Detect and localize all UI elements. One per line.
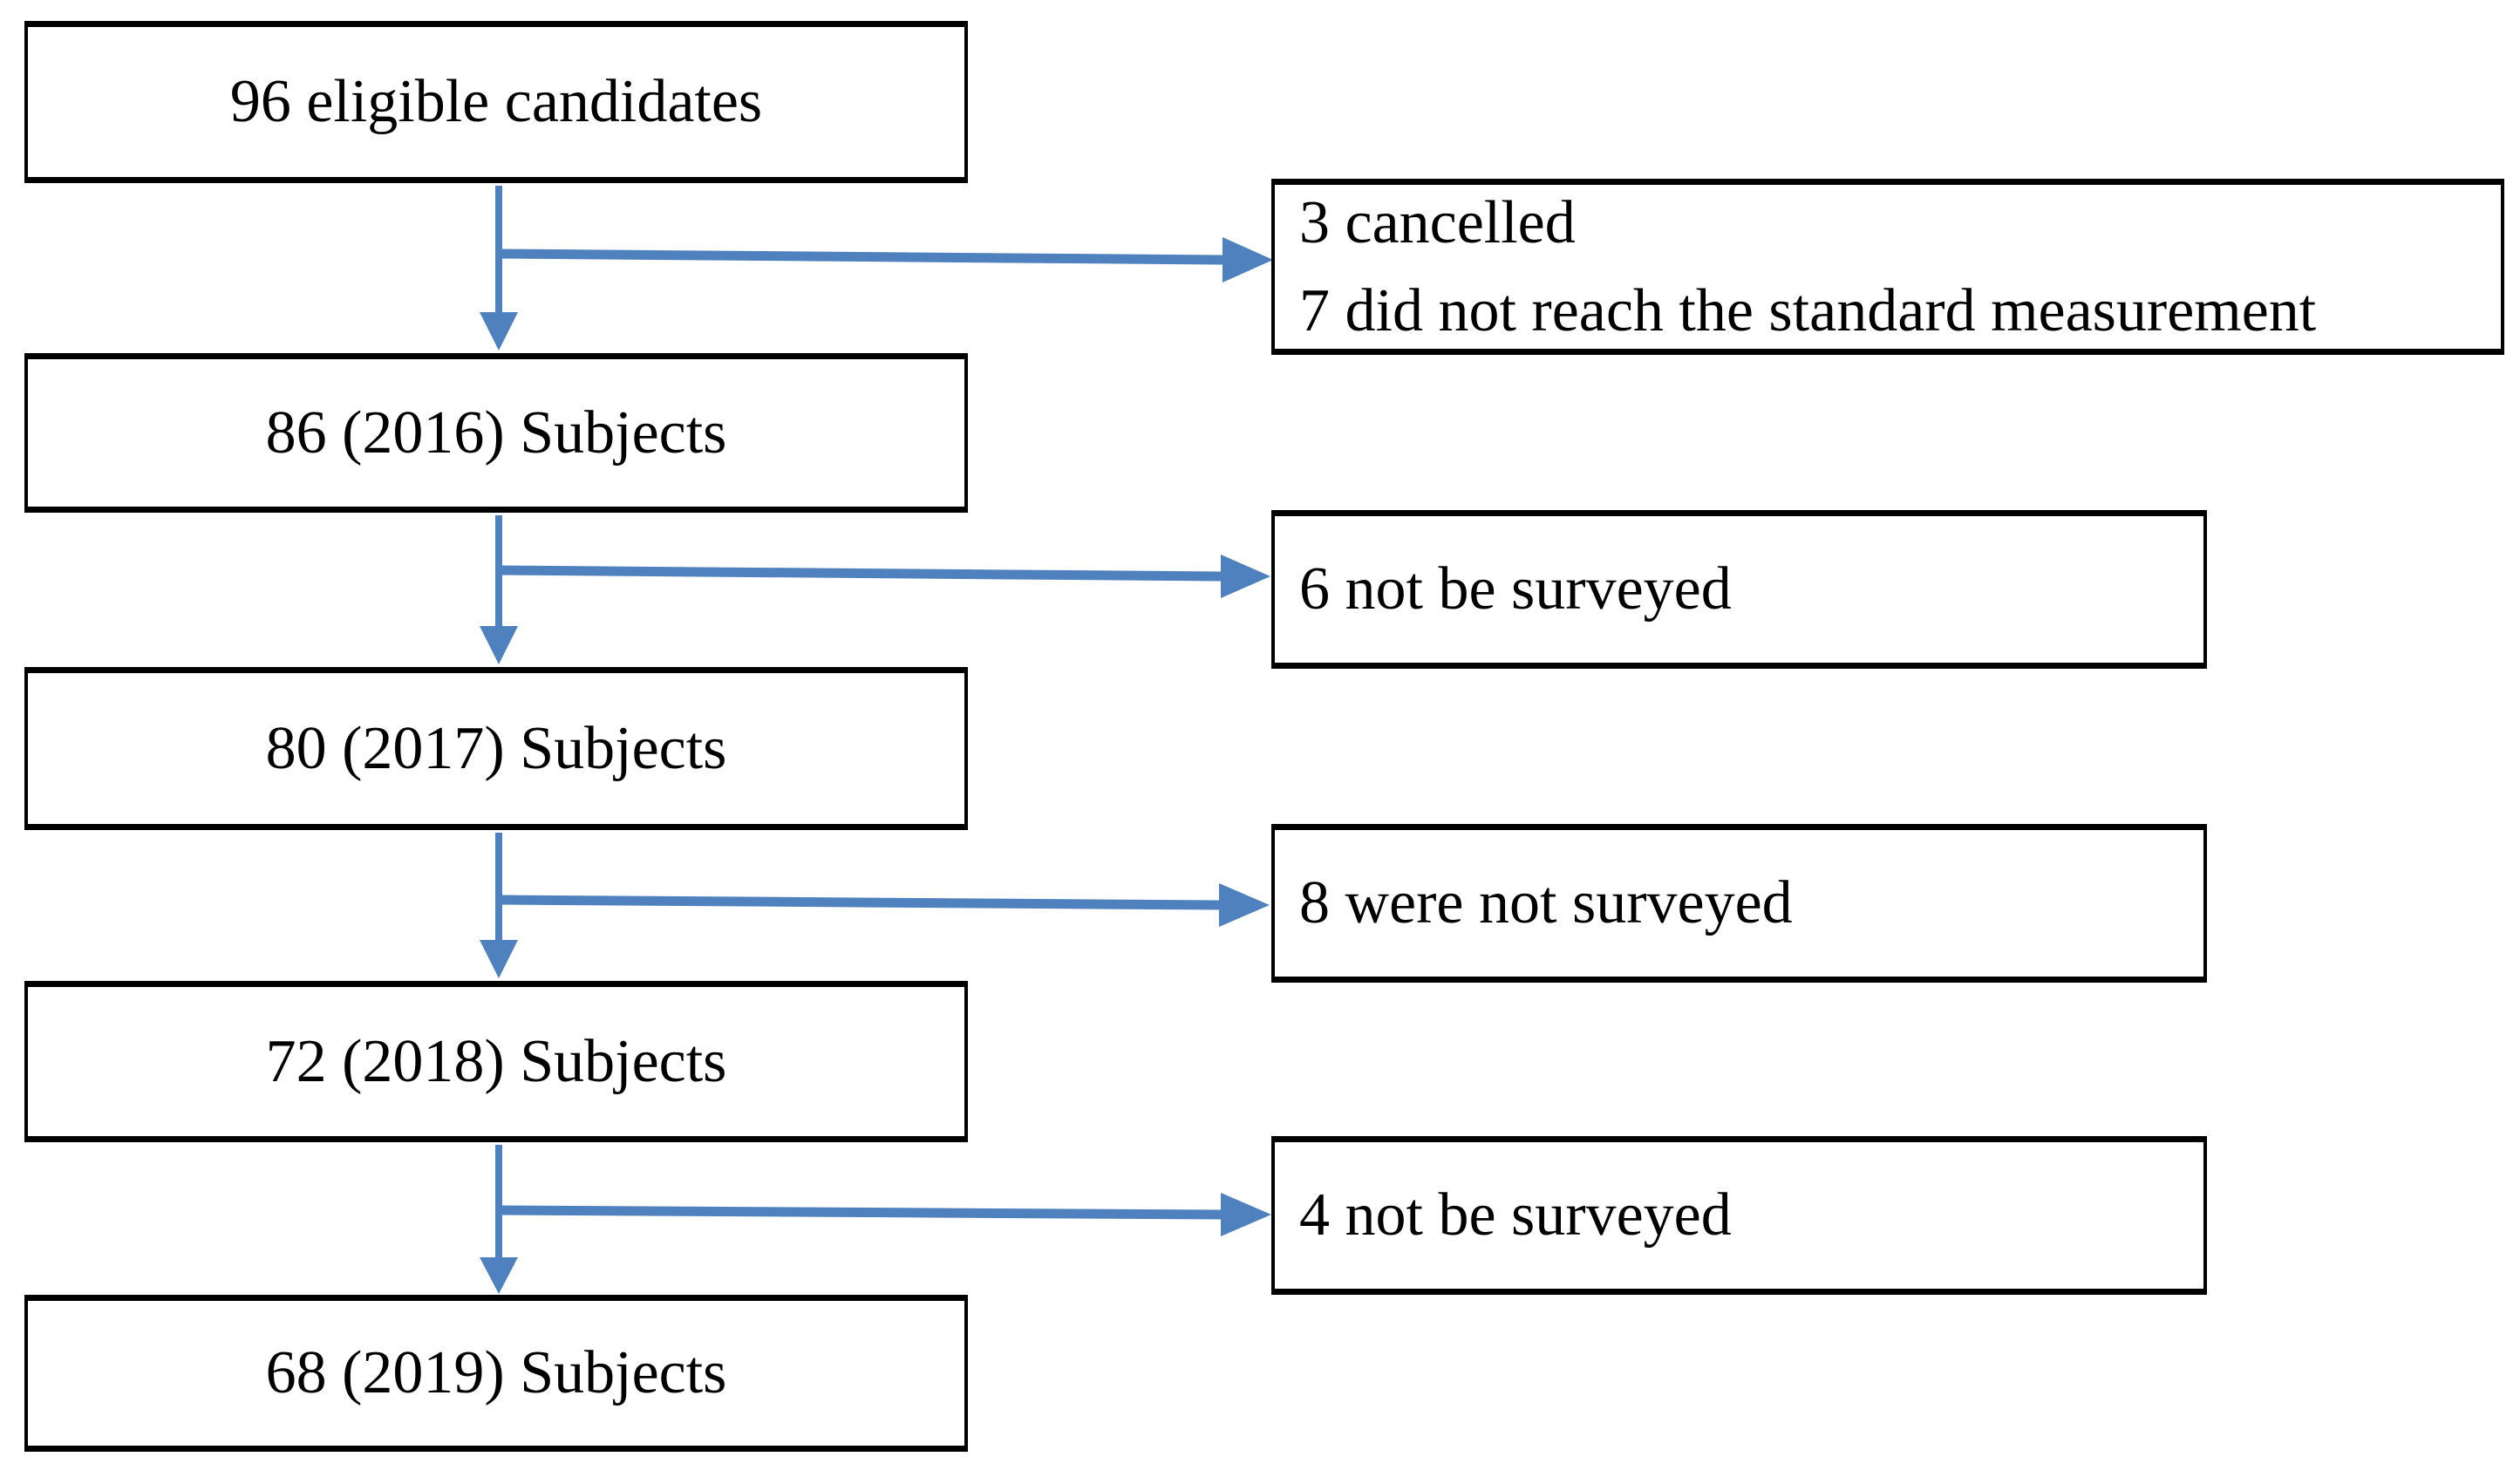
flow-box-label: 68 (2019) Subjects (265, 1339, 727, 1406)
exclusion-line: 3 cancelled (1299, 188, 1576, 256)
arrowhead-down-2 (480, 626, 518, 664)
flow-box-2017-subjects: 80 (2017) Subjects (24, 667, 968, 830)
arrow-branch-3 (498, 895, 1220, 910)
arrowhead-down-4 (480, 1257, 518, 1294)
arrowhead-down-3 (480, 940, 518, 978)
flow-box-2018-subjects: 72 (2018) Subjects (24, 981, 968, 1142)
exclusion-box-4: 4 not be surveyed (1271, 1136, 2207, 1295)
arrowhead-branch-3 (1219, 883, 1270, 927)
arrow-branch-4 (498, 1205, 1222, 1220)
flow-box-label: 80 (2017) Subjects (265, 714, 727, 782)
flow-box-label: 96 eligible candidates (229, 68, 763, 135)
arrowhead-branch-1 (1223, 237, 1273, 283)
exclusion-line: 4 not be surveyed (1299, 1181, 1732, 1249)
arrowhead-branch-4 (1221, 1193, 1271, 1236)
exclusion-line: 7 did not reach the standard measurement (1299, 277, 2317, 344)
flow-box-2019-subjects: 68 (2019) Subjects (24, 1295, 968, 1452)
arrowhead-branch-2 (1221, 555, 1270, 598)
flow-box-label: 72 (2018) Subjects (265, 1027, 727, 1095)
exclusion-line: 8 were not surveyed (1299, 869, 1793, 937)
arrow-branch-2 (498, 565, 1222, 582)
arrowhead-down-1 (480, 312, 518, 351)
flow-box-label: 86 (2016) Subjects (265, 398, 727, 466)
exclusion-box-2: 6 not be surveyed (1271, 510, 2207, 669)
arrow-branch-1 (498, 248, 1223, 265)
flow-box-eligible-candidates: 96 eligible candidates (24, 21, 968, 183)
exclusion-box-3: 8 were not surveyed (1271, 824, 2207, 983)
flow-box-2016-subjects: 86 (2016) Subjects (24, 353, 968, 513)
exclusion-box-1: 3 cancelled 7 did not reach the standard… (1271, 179, 2504, 355)
exclusion-line: 6 not be surveyed (1299, 555, 1732, 623)
